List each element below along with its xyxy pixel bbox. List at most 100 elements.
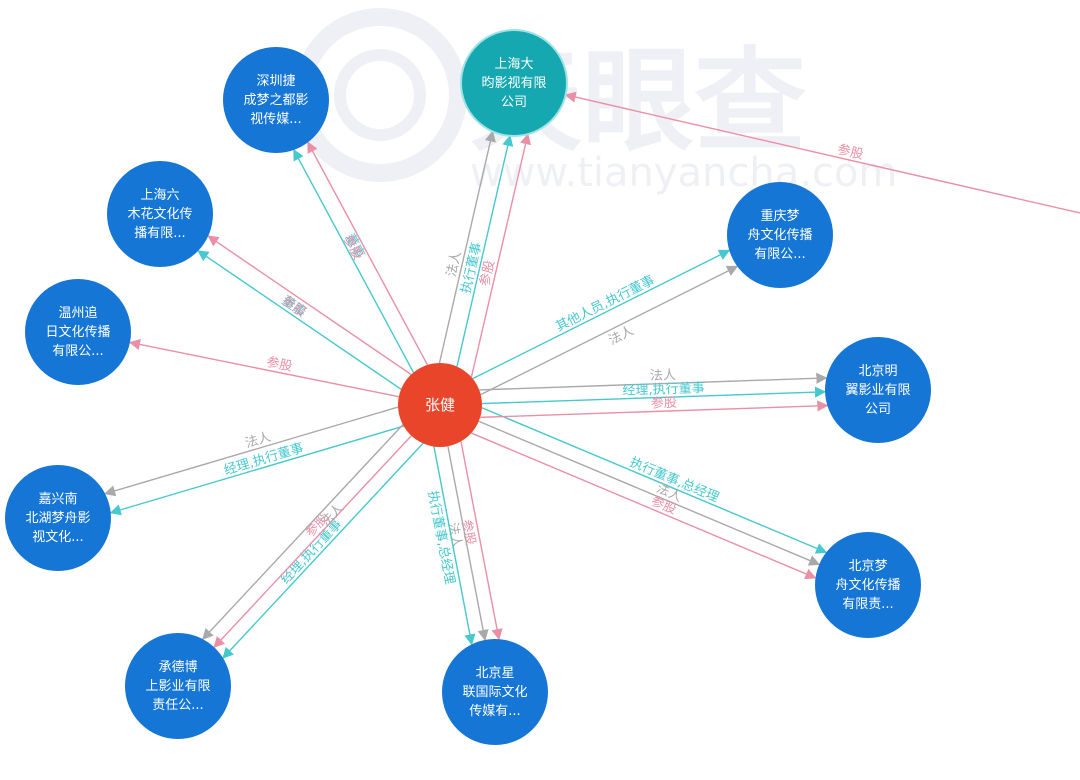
company-node-label-line: 上影业有限 <box>145 679 210 694</box>
edge-director-chengde-boshang <box>222 442 424 659</box>
edge-label-share: 参股 <box>651 395 678 412</box>
company-node-circle[interactable] <box>125 633 231 739</box>
company-node-label-line: 舟文化传播 <box>835 578 900 593</box>
company-node-label-line: 播有限... <box>134 226 185 241</box>
company-node-shanghai-liumuhua[interactable]: 上海六木花文化传播有限... <box>107 161 213 267</box>
edge-share-chengde-boshang <box>213 435 412 649</box>
company-node-label-line: 公司 <box>501 95 527 110</box>
edge-legal-chengde-boshang <box>202 424 404 640</box>
company-node-label-line: 日文化传播 <box>45 325 110 340</box>
edge-label-legal: 法人 <box>606 324 636 349</box>
company-node-label-line: 公司 <box>865 402 891 417</box>
edge-legal-jiaxing-nanhu <box>104 406 399 497</box>
company-node-label-line: 视文化... <box>32 530 83 545</box>
company-node-chongqing-mengzhou[interactable]: 重庆梦舟文化传播有限公... <box>727 182 833 288</box>
company-node-label-line: 北京梦 <box>848 559 887 574</box>
edge-director-beijing-xinglian <box>433 446 476 646</box>
edge-incoming-share <box>564 91 1080 214</box>
edge-label-group-shanghai-dayun: 参股 <box>477 259 498 288</box>
edge-director-shanghai-dayun <box>456 134 514 367</box>
edge-label-group-jiaxing-nanhu: 法人 <box>244 430 273 452</box>
company-node-label-line: 昀影视有限 <box>481 76 546 91</box>
edge-label-group-shanghai-dayun: 法人 <box>444 250 464 279</box>
company-node-label-line: 木花文化传 <box>127 206 192 222</box>
company-node-shenzhen-jie[interactable]: 深圳捷成梦之都影视传媒... <box>223 47 329 153</box>
company-node-label-line: 温州追 <box>58 305 97 321</box>
company-node-label-line: 成梦之都影 <box>243 93 308 108</box>
edge-label-director: 经理,执行董事 <box>622 381 705 399</box>
edge-label-incoming: 参股 <box>836 141 865 162</box>
company-node-circle[interactable] <box>107 161 213 267</box>
company-node-circle[interactable] <box>5 465 111 571</box>
company-node-label-line: 责任公... <box>152 698 203 713</box>
company-node-label-line: 传媒有... <box>469 704 520 719</box>
edge-director-chongqing-mengzhou <box>472 249 731 380</box>
company-node-label-line: 嘉兴南 <box>38 491 77 507</box>
edge-legal-shanghai-dayun <box>438 130 496 364</box>
edge-share-beijing-mengzhou <box>470 432 817 580</box>
company-node-label-line: 舟文化传播 <box>747 228 812 243</box>
company-node-label-line: 北京明 <box>858 364 897 379</box>
edge-share-beijing-xinglian <box>460 441 503 641</box>
company-node-label-line: 有限责... <box>842 597 893 612</box>
edge-director-shanghai-liumuhua <box>197 250 402 390</box>
edge-legal-chongqing-mengzhou <box>480 265 739 396</box>
company-node-label-line: 承德博 <box>158 660 197 675</box>
company-node-circle[interactable] <box>223 47 329 153</box>
company-node-circle[interactable] <box>25 279 131 385</box>
company-node-circle[interactable] <box>825 337 931 443</box>
edge-share-shanghai-dayun <box>470 133 532 378</box>
company-node-jiaxing-nanhu[interactable]: 嘉兴南北湖梦舟影视文化... <box>5 465 111 571</box>
company-node-label-line: 北湖梦舟影 <box>25 511 90 526</box>
center-person-node[interactable]: 张健 <box>398 363 482 447</box>
company-node-circle[interactable] <box>442 639 548 745</box>
company-node-circle[interactable] <box>815 532 921 638</box>
company-node-chengde-boshang[interactable]: 承德博上影业有限责任公... <box>125 633 231 739</box>
center-person-circle[interactable] <box>398 363 482 447</box>
edge-label-group-beijing-mingyi: 法人 <box>650 368 677 384</box>
edge-director-beijing-mengzhou <box>481 407 828 554</box>
company-node-label-line: 北京星 <box>475 666 514 681</box>
company-node-label-line: 有限公... <box>754 247 805 262</box>
edge-share-shenzhen-jie <box>307 141 429 366</box>
nodes-layer: 上海大昀影视有限公司深圳捷成梦之都影视传媒...上海六木花文化传播有限...温州… <box>5 29 931 745</box>
company-node-label-line: 有限公... <box>52 344 103 359</box>
edge-label-legal: 法人 <box>244 430 273 452</box>
edge-label-group-beijing-mingyi: 经理,执行董事 <box>622 381 705 399</box>
edge-label-group-beijing-mingyi: 参股 <box>651 395 678 412</box>
edge-director-shenzhen-jie <box>293 148 415 373</box>
edge-share-beijing-mingyi <box>480 400 829 419</box>
company-node-label-line: 上海大 <box>494 57 533 72</box>
company-node-label-line: 联国际文化 <box>462 685 527 700</box>
edge-label-director: 其他人员,执行董事 <box>554 273 657 335</box>
center-person-label: 张健 <box>425 396 455 414</box>
edge-label-group-wenzhou-zhuiri: 参股 <box>265 354 294 375</box>
edge-director-beijing-mingyi <box>481 386 827 405</box>
company-node-label-line: 重庆梦 <box>760 208 799 224</box>
edge-legal-beijing-mingyi <box>479 372 828 391</box>
company-node-circle[interactable] <box>727 182 833 288</box>
edge-label-group-chongqing-mengzhou: 法人 <box>606 324 636 349</box>
edge-legal-beijing-mengzhou <box>478 420 821 566</box>
company-node-label-line: 视传媒... <box>250 112 301 127</box>
company-node-label-line: 翼影业有限 <box>845 383 910 398</box>
edge-label-group-chongqing-mengzhou: 其他人员,执行董事 <box>554 273 657 335</box>
watermark: 天眼查 www.tianyancha.com <box>293 8 897 196</box>
edge-share-wenzhou-zhuiri <box>128 338 399 398</box>
company-node-label-line: 深圳捷 <box>256 74 295 89</box>
company-node-label-line: 上海六 <box>140 188 179 203</box>
edge-label-share: 参股 <box>477 259 498 288</box>
company-node-wenzhou-zhuiri[interactable]: 温州追日文化传播有限公... <box>25 279 131 385</box>
company-node-beijing-xinglian[interactable]: 北京星联国际文化传媒有... <box>442 639 548 745</box>
edge-label-legal: 法人 <box>650 368 677 384</box>
edge-label-share: 参股 <box>265 354 294 375</box>
company-node-beijing-mengzhou[interactable]: 北京梦舟文化传播有限责... <box>815 532 921 638</box>
edge-label-group-incoming: 参股 <box>836 141 865 162</box>
company-node-circle[interactable] <box>460 29 568 137</box>
edge-label-legal: 法人 <box>444 250 464 279</box>
edge-share-shanghai-liumuhua <box>207 235 412 376</box>
edge-legal-beijing-xinglian <box>447 446 489 642</box>
